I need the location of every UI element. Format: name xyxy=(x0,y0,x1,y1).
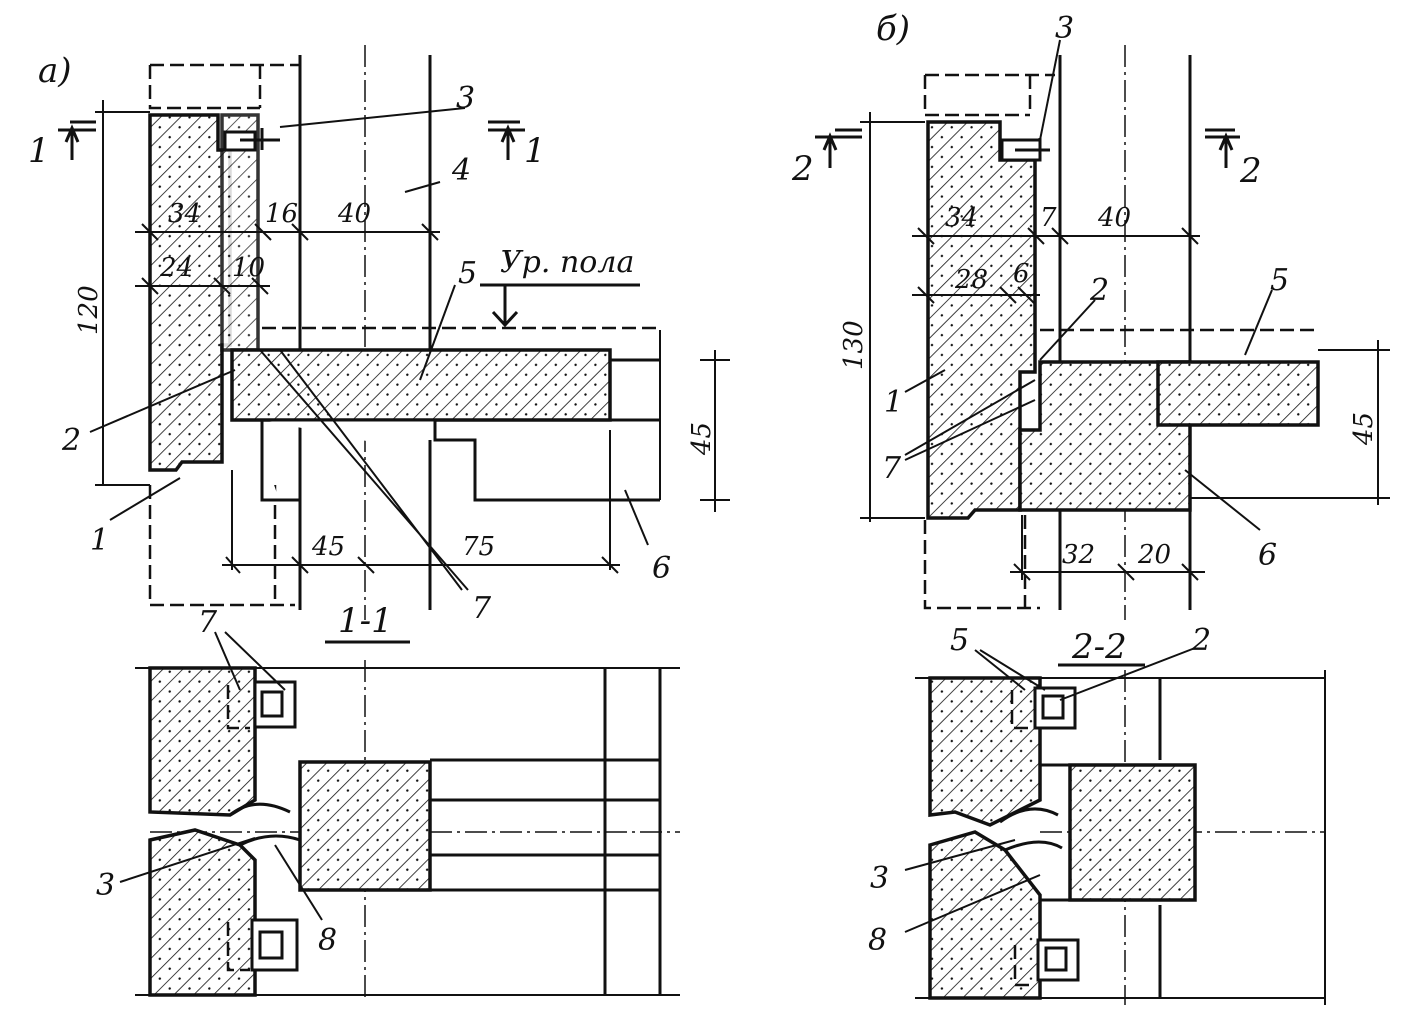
plan-anchor-top-a xyxy=(226,680,297,730)
dim-height-a: 120 xyxy=(74,100,150,486)
variant-a-plan: 1-1 7 3 8 xyxy=(96,601,680,1000)
section-marker-1-left: 1 xyxy=(28,120,96,171)
callout-1: 1 xyxy=(90,523,109,558)
dim-7: 7 xyxy=(1040,203,1057,233)
svg-text:3: 3 xyxy=(96,868,115,903)
section-title-1-1: 1-1 xyxy=(338,601,393,641)
plan-callouts-a: 7 3 8 xyxy=(96,605,337,958)
dashed-wall-outline xyxy=(148,63,300,607)
dim-10: 10 xyxy=(232,253,265,283)
dim-16: 16 xyxy=(265,199,298,229)
dim-45-75: 45 75 xyxy=(222,430,620,574)
plan-column-a xyxy=(298,760,432,892)
dim-row-28-6: 28 6 xyxy=(912,259,1040,304)
variant-b-elevation: б) 130 34 7 40 28 6 xyxy=(791,9,1390,620)
dim-120: 120 xyxy=(74,285,104,335)
floor-slab-5-b xyxy=(1156,360,1320,427)
svg-text:2: 2 xyxy=(1239,151,1262,191)
dim-75: 75 xyxy=(462,532,495,562)
dim-130: 130 xyxy=(839,320,869,370)
callout-6: 6 xyxy=(652,551,671,586)
dim-45-vertical-a: 45 xyxy=(687,350,730,512)
variant-a-elevation: а) Ур. пола xyxy=(28,45,730,626)
plan-wall-top-b xyxy=(928,676,1042,827)
callout-2: 2 xyxy=(61,423,81,458)
callout-7: 7 xyxy=(472,591,492,626)
svg-text:8: 8 xyxy=(318,923,337,958)
callouts-a: 3 4 5 2 1 7 6 xyxy=(61,81,671,626)
dim-6: 6 xyxy=(1013,259,1030,289)
floor-level-marker: Ур. пола xyxy=(480,245,640,328)
plan-anchor-bottom-a xyxy=(226,918,299,972)
callout-2-b: 2 xyxy=(1089,273,1109,308)
section-marker-2-left: 2 xyxy=(791,128,862,189)
wall-panel-1 xyxy=(148,113,232,472)
variant-b-title: б) xyxy=(876,9,910,49)
dim-45-v: 45 xyxy=(687,422,717,456)
callout-4: 4 xyxy=(451,153,471,188)
svg-text:8: 8 xyxy=(868,923,887,958)
plan-column-b xyxy=(1068,763,1197,902)
svg-text:5: 5 xyxy=(950,623,969,658)
dim-45-h: 45 xyxy=(311,532,345,562)
dim-row-24-10: 24 10 xyxy=(135,253,270,295)
svg-text:1: 1 xyxy=(28,131,50,171)
callout-3-b: 3 xyxy=(1055,11,1074,46)
variant-a-title: а) xyxy=(38,51,72,91)
svg-text:1: 1 xyxy=(524,131,546,171)
plan-anchor-bottom-b xyxy=(1013,938,1080,987)
callout-3: 3 xyxy=(456,81,475,116)
dim-32-20: 32 20 xyxy=(1010,512,1205,581)
plan-anchor-top-b xyxy=(1010,686,1077,730)
svg-text:2: 2 xyxy=(791,149,814,189)
dim-height-b: 130 xyxy=(839,112,925,522)
anchor-3-b xyxy=(1000,138,1050,162)
section-marker-2-right: 2 xyxy=(1205,128,1262,191)
floor-level-label: Ур. пола xyxy=(500,245,634,280)
dim-row-34-7-40: 34 7 40 xyxy=(912,203,1200,245)
dim-34: 34 xyxy=(168,199,201,229)
plan-callouts-b: 5 2 3 8 xyxy=(868,623,1211,958)
callout-1-b: 1 xyxy=(884,385,903,420)
anchor-3 xyxy=(223,128,280,152)
dim-34-b: 34 xyxy=(945,203,978,233)
dim-45-vertical-b: 45 xyxy=(1190,340,1390,505)
dim-24: 24 xyxy=(159,253,193,283)
plan-link-b xyxy=(999,807,1063,852)
callouts-b: 3 2 5 1 7 6 xyxy=(882,11,1289,573)
svg-text:7: 7 xyxy=(198,605,218,640)
callout-7-b: 7 xyxy=(882,451,902,486)
plan-wall-bottom-b xyxy=(928,830,1042,1000)
dim-row-34-16-40: 34 16 40 xyxy=(135,199,440,241)
section-title-2-2: 2-2 xyxy=(1071,627,1127,667)
callout-6-b: 6 xyxy=(1258,538,1277,573)
plan-link-a xyxy=(229,802,301,847)
wall-panel-1-b xyxy=(926,120,1037,520)
svg-text:2: 2 xyxy=(1191,623,1211,658)
dim-40-b: 40 xyxy=(1097,203,1131,233)
dim-20: 20 xyxy=(1137,540,1171,570)
dim-40: 40 xyxy=(337,199,371,229)
dim-28: 28 xyxy=(954,265,988,295)
crossbar-6 xyxy=(260,418,660,560)
dim-32: 32 xyxy=(1062,540,1095,570)
dim-45-v-b: 45 xyxy=(1349,412,1379,446)
callout-5: 5 xyxy=(458,256,477,291)
svg-text:3: 3 xyxy=(870,861,889,896)
callout-5-b: 5 xyxy=(1270,263,1289,298)
variant-b-plan: 2-2 5 2 3 8 xyxy=(868,623,1326,1005)
section-marker-1-right: 1 xyxy=(488,120,546,171)
